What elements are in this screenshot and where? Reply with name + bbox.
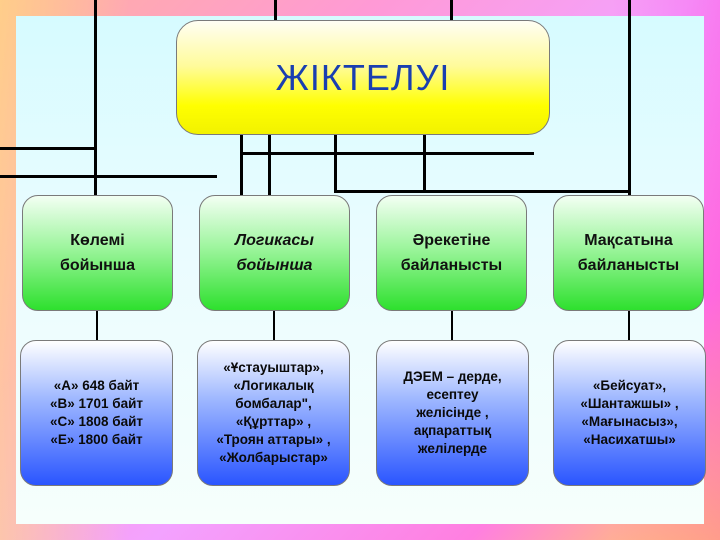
example-box-purpose: «Бейсуат», «Шантажшы» , «Мағынасыз», «На…: [553, 340, 706, 486]
connector-line: [94, 0, 97, 195]
connector-line: [240, 135, 243, 195]
category-box-action: Әрекетіне байланысты: [376, 195, 527, 311]
connector-line: [0, 175, 217, 178]
connector-line: [0, 147, 94, 150]
title-box: ЖІКТЕЛУІ: [176, 20, 550, 135]
connector-line: [240, 152, 534, 155]
connector-line: [423, 135, 426, 193]
connector-line: [334, 135, 337, 193]
connector-line: [274, 0, 277, 20]
category-box-volume: Көлемі бойынша: [22, 195, 173, 311]
category-box-logic: Логикасы бойынша: [199, 195, 350, 311]
example-box-action: ДЭЕМ – дерде, есептеу желісінде , ақпара…: [376, 340, 529, 486]
connector-line: [628, 0, 631, 195]
connector-line: [96, 311, 98, 340]
connector-line: [273, 311, 275, 340]
category-box-purpose: Мақсатына байланысты: [553, 195, 704, 311]
connector-line: [450, 0, 453, 20]
connector-line: [628, 311, 630, 340]
connector-line: [334, 190, 628, 193]
example-box-volume: «А» 648 байт «В» 1701 байт «С» 1808 байт…: [20, 340, 173, 486]
connector-line: [451, 311, 453, 340]
connector-line: [268, 135, 271, 195]
diagram-title: ЖІКТЕЛУІ: [275, 56, 451, 98]
example-box-logic: «Ұстауыштар», «Логикалық бомбалар", «Құр…: [197, 340, 350, 486]
